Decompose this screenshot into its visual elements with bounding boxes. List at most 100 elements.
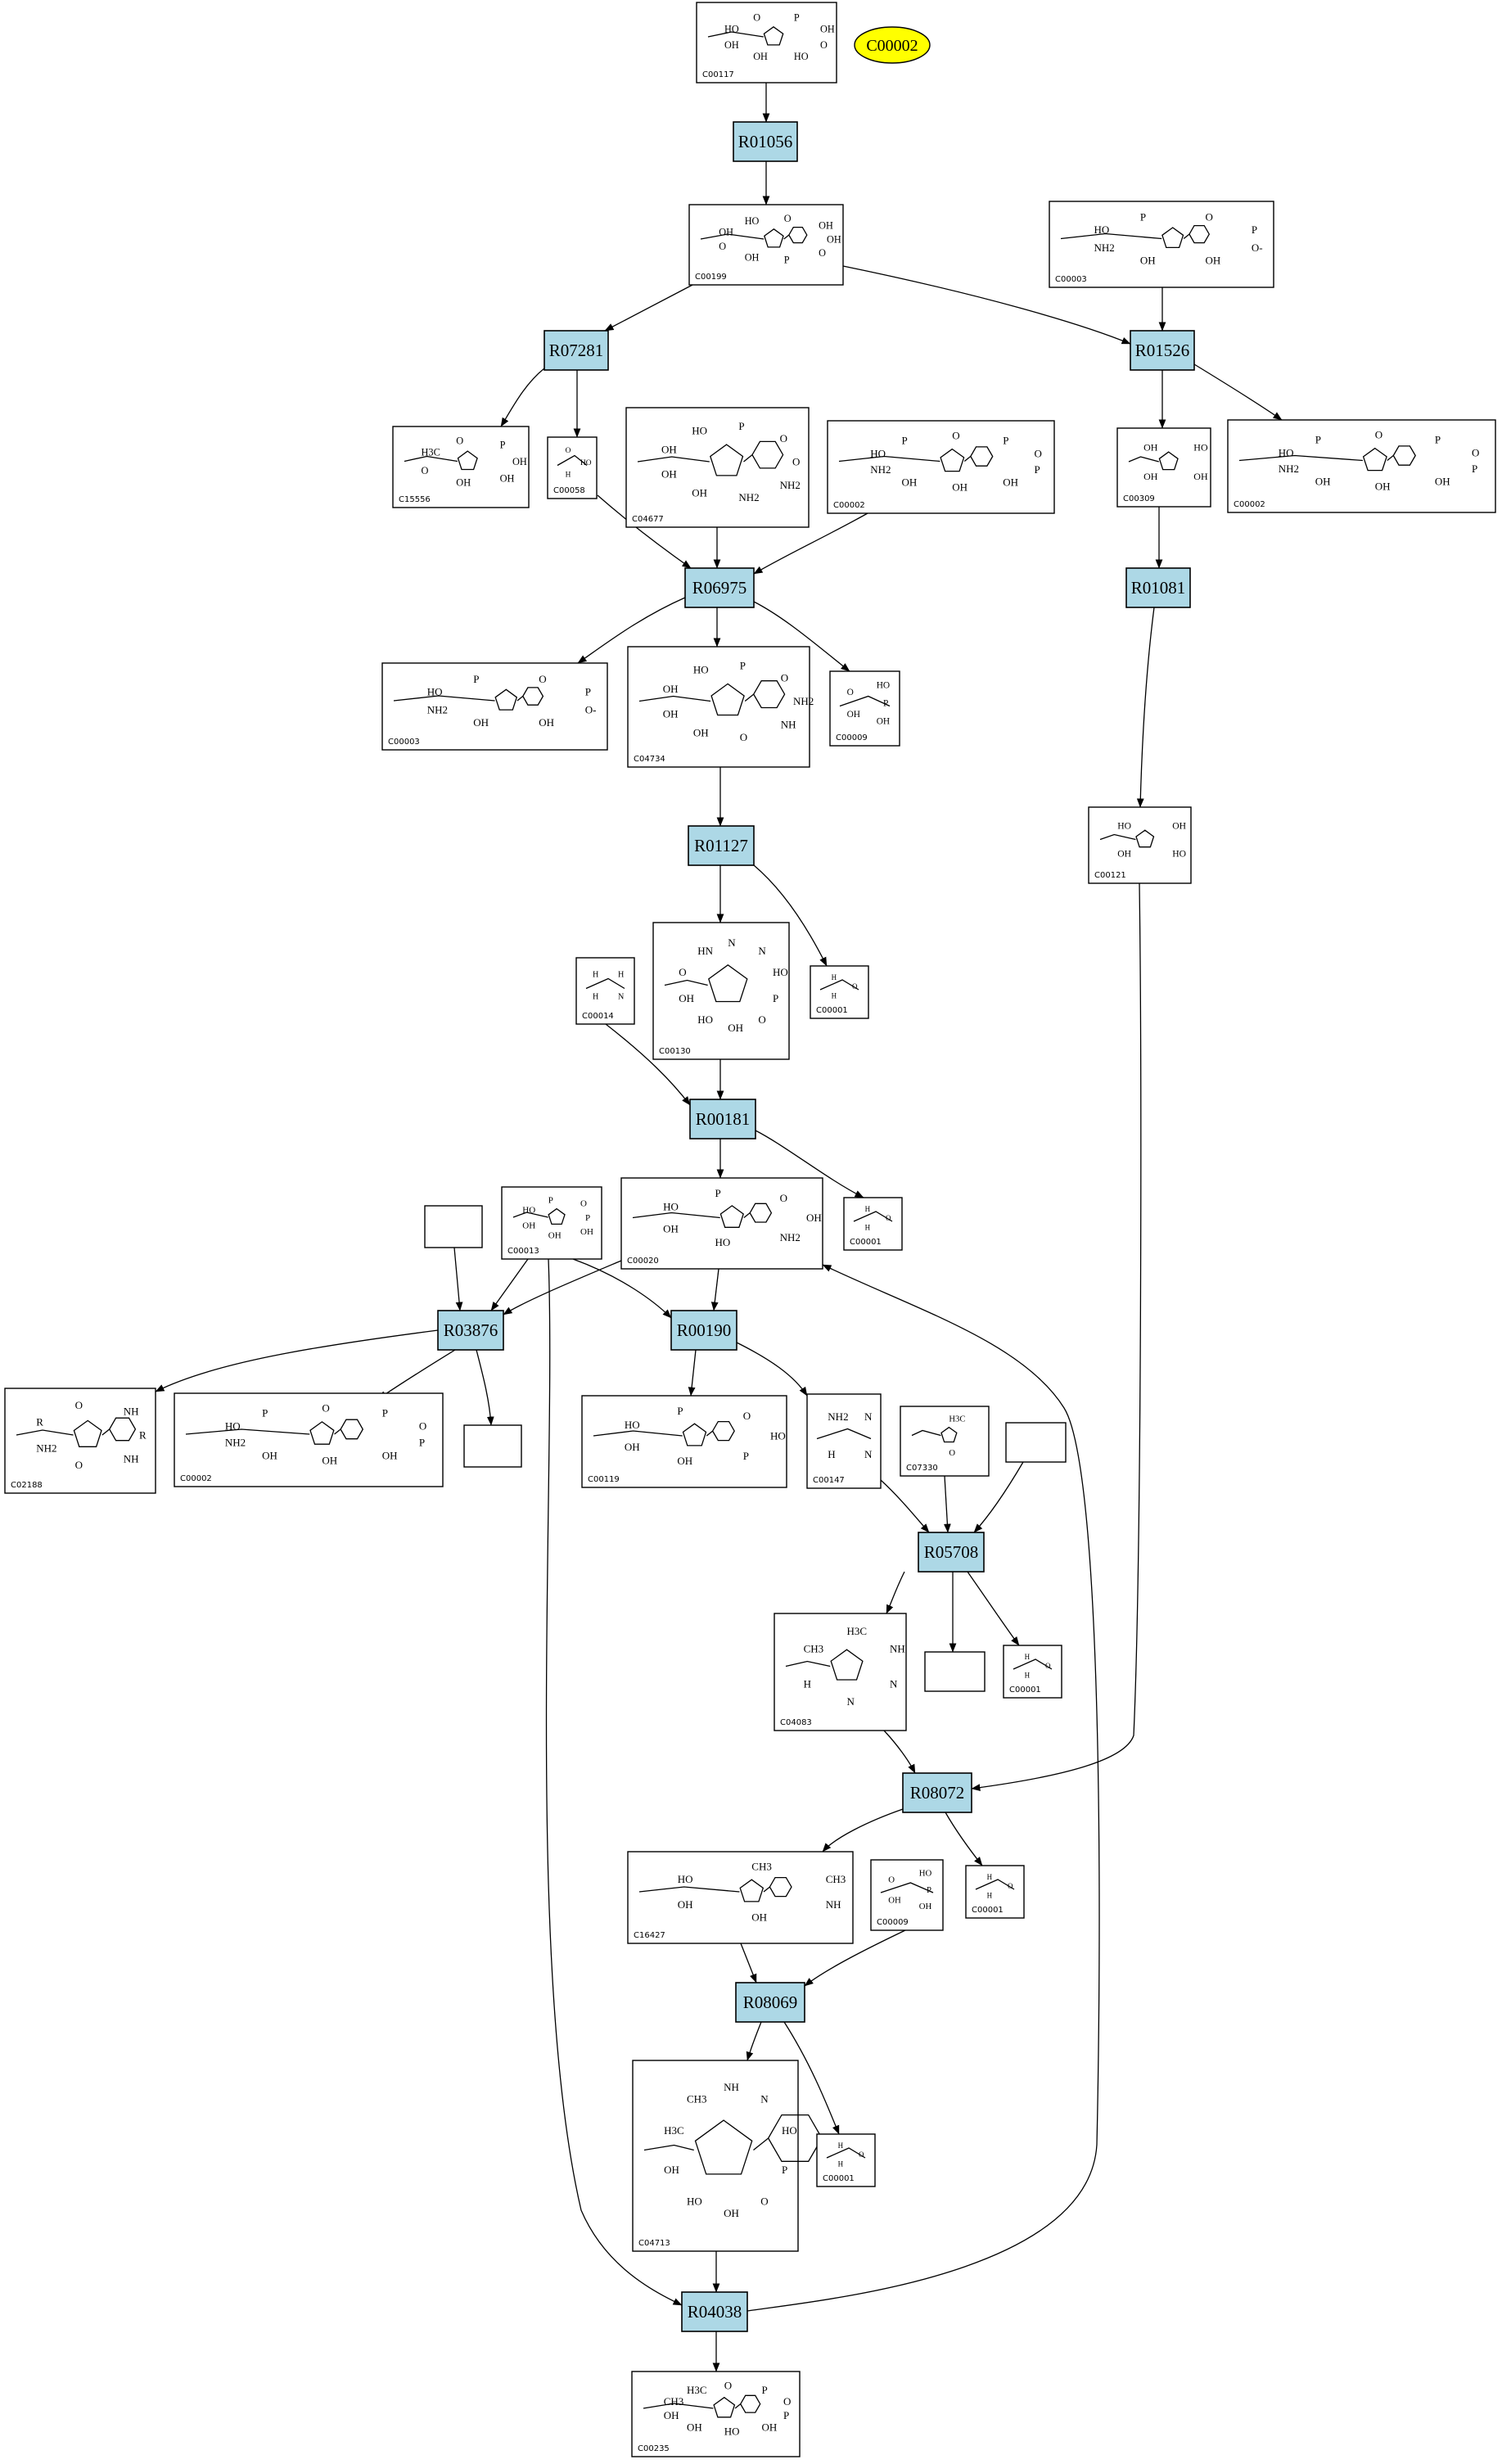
ring-shape xyxy=(713,2396,736,2418)
atom-label: HO xyxy=(782,2124,797,2137)
bond-chain xyxy=(826,2147,866,2159)
compound-box xyxy=(810,965,869,1019)
reaction-r00181[interactable]: R00181 xyxy=(689,1099,756,1139)
ring-shape xyxy=(749,1203,773,1223)
atom-label: P xyxy=(473,673,479,685)
atom-label: OH xyxy=(548,1230,562,1240)
ring-shape xyxy=(309,1421,335,1445)
ring-shape xyxy=(769,1876,792,1898)
reaction-r08069[interactable]: R08069 xyxy=(735,1982,805,2023)
atom-label: P xyxy=(1435,434,1441,446)
bond-chain xyxy=(643,2403,714,2409)
atom-label: HO xyxy=(794,51,809,62)
atom-label: NH2 xyxy=(36,1442,56,1455)
atom-label: OH xyxy=(806,1212,822,1224)
reaction-r03876[interactable]: R03876 xyxy=(437,1310,504,1351)
reaction-r01526[interactable]: R01526 xyxy=(1130,330,1195,371)
atom-label: HO xyxy=(770,1430,786,1442)
edge-29 xyxy=(572,1258,672,1319)
bond-chain xyxy=(638,1886,740,1893)
reaction-r08072[interactable]: R08072 xyxy=(902,1772,972,1813)
compound-box xyxy=(631,2371,801,2457)
highlight-label: C00002 xyxy=(866,37,918,55)
atom-label: OH xyxy=(661,468,677,481)
blank-compound-box[interactable] xyxy=(924,1651,986,1692)
edge-9 xyxy=(597,494,692,569)
blank-compound-box[interactable] xyxy=(1005,1422,1067,1463)
compound-box xyxy=(1088,806,1192,884)
blank-compound-box[interactable] xyxy=(424,1205,483,1248)
reaction-r04038[interactable]: R04038 xyxy=(681,2291,748,2332)
atom-label: HO xyxy=(715,1236,731,1248)
atom-label: OH xyxy=(1435,476,1450,488)
reaction-box xyxy=(1125,567,1191,608)
edge-23 xyxy=(755,1130,864,1198)
atom-label: H xyxy=(593,993,598,1002)
reaction-r01127[interactable]: R01127 xyxy=(688,825,755,866)
edge-2 xyxy=(604,284,693,332)
atom-label: P xyxy=(500,439,506,450)
compound-id: C00121 xyxy=(1094,871,1126,880)
atom-label: OH xyxy=(724,2207,739,2219)
ring-shape xyxy=(708,963,748,1003)
blank-compound-box[interactable] xyxy=(463,1424,522,1468)
atom-label: HO xyxy=(1117,821,1131,832)
bond-chain xyxy=(637,456,710,463)
atom-label: H xyxy=(987,1891,993,1899)
ring-shape xyxy=(682,1423,707,1446)
bond-chain xyxy=(643,2144,694,2151)
reaction-r00190[interactable]: R00190 xyxy=(670,1310,737,1351)
atom-label: H3C xyxy=(949,1415,965,1424)
atom-label: OH xyxy=(724,39,739,51)
atom-label: OH xyxy=(473,716,489,729)
reaction-r06975[interactable]: R06975 xyxy=(684,567,755,608)
atom-label: HO xyxy=(625,1419,640,1431)
atom-label: HO xyxy=(724,23,739,34)
reaction-r01056[interactable]: R01056 xyxy=(733,121,798,162)
reaction-r07281[interactable]: R07281 xyxy=(544,330,609,371)
atom-label: HO xyxy=(663,1201,679,1213)
edge-45 xyxy=(804,1929,906,1987)
ring-shape xyxy=(710,683,745,716)
compound-id: C04083 xyxy=(780,1718,812,1727)
atom-label: OH xyxy=(1172,821,1186,832)
bond-chain xyxy=(700,233,765,240)
reaction-r05708[interactable]: R05708 xyxy=(918,1532,985,1573)
compound-box xyxy=(806,1393,882,1489)
reaction-r01081[interactable]: R01081 xyxy=(1125,567,1191,608)
highlight-compound[interactable]: C00002 xyxy=(854,26,931,64)
